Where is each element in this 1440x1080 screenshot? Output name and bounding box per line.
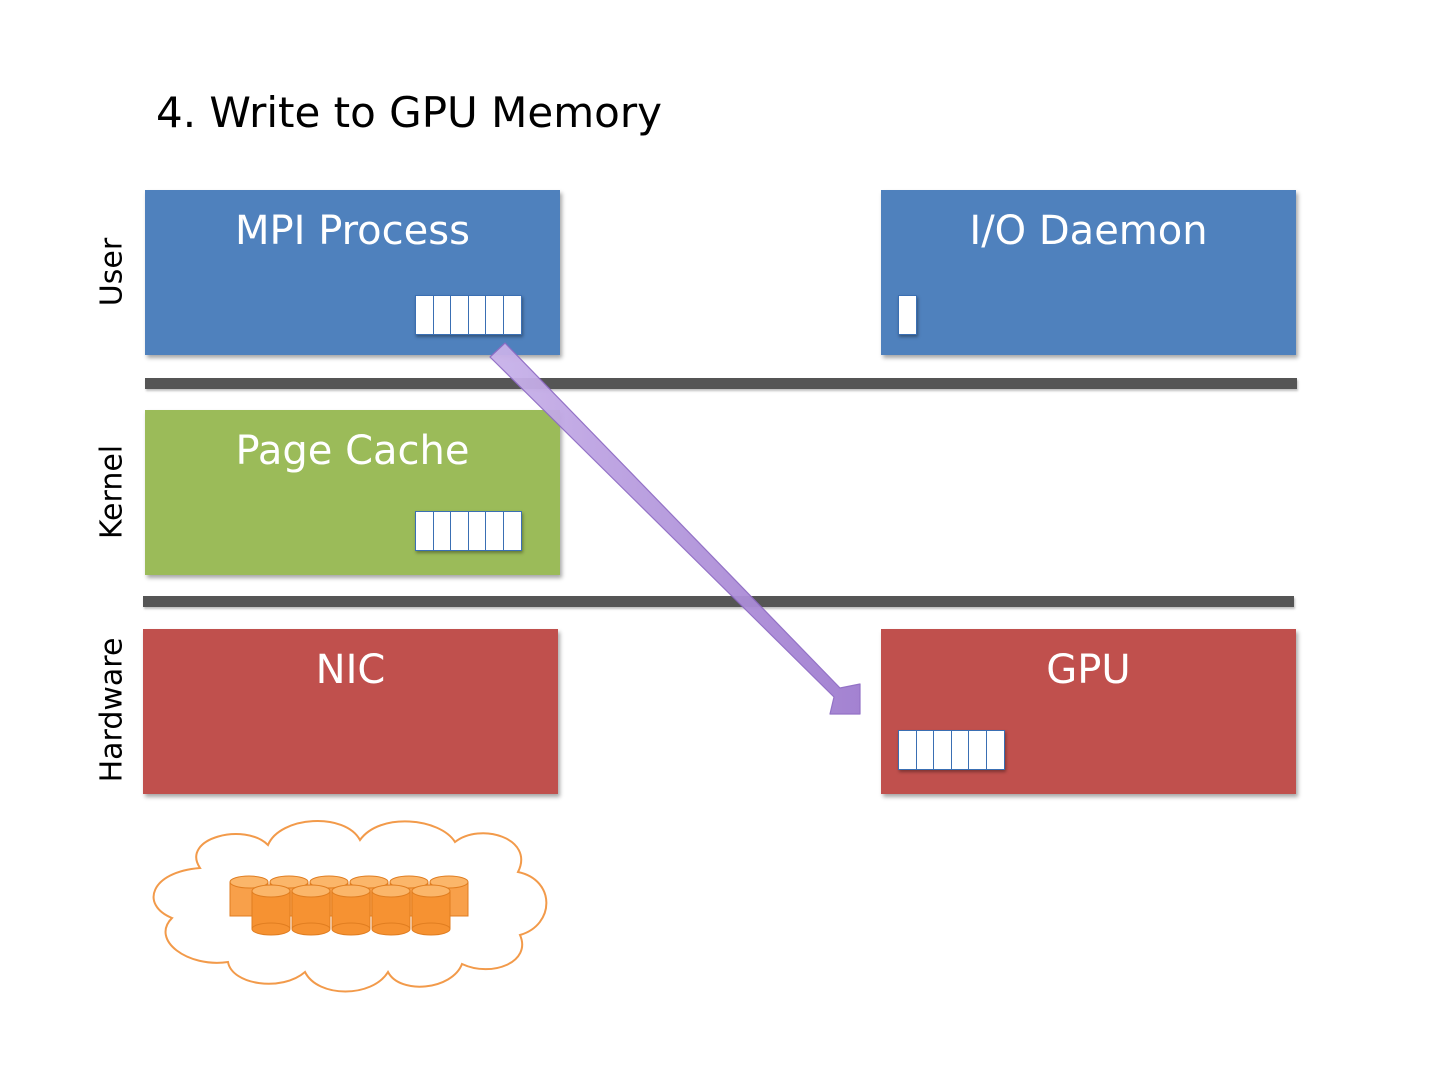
page-cache-label: Page Cache <box>235 428 470 474</box>
io-daemon-label: I/O Daemon <box>969 208 1208 254</box>
mpi-buffer-icon <box>415 295 522 335</box>
nic-label: NIC <box>315 647 386 693</box>
page-cache-box: Page Cache <box>145 410 560 575</box>
kernel-hardware-divider <box>143 596 1294 607</box>
mpi-process-box: MPI Process <box>145 190 560 355</box>
nic-box: NIC <box>143 629 558 794</box>
gpu-box: GPU <box>881 629 1296 794</box>
gpu-label: GPU <box>1046 647 1131 693</box>
storage-disk-row-front <box>251 884 451 936</box>
io-daemon-box: I/O Daemon <box>881 190 1296 355</box>
mpi-process-label: MPI Process <box>235 208 470 254</box>
slide-title: 4. Write to GPU Memory <box>156 88 662 137</box>
gpu-buffer-icon <box>898 730 1005 770</box>
io-daemon-buffer-icon <box>898 295 917 335</box>
user-kernel-divider <box>145 378 1297 389</box>
storage-cloud-icon <box>152 820 548 993</box>
page-cache-buffer-icon <box>415 511 522 551</box>
write-arrow-icon <box>489 342 861 715</box>
